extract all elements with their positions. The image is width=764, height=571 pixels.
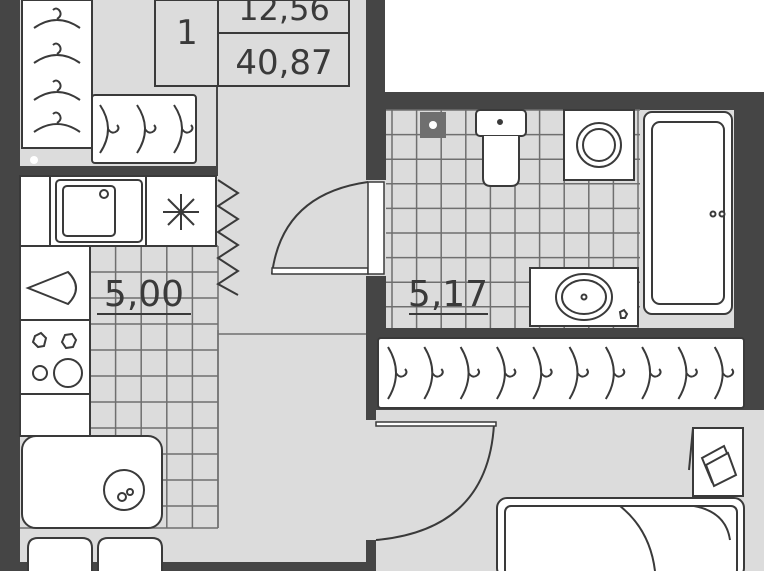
kitchen-area-label: 5,00 bbox=[97, 274, 191, 315]
water-heater-icon bbox=[563, 109, 635, 181]
kitchen-table bbox=[21, 435, 163, 529]
wardrobe-left bbox=[21, 0, 93, 149]
bathroom-door bbox=[271, 181, 385, 275]
hanger-icon bbox=[173, 104, 194, 154]
nightstand-icon bbox=[688, 427, 744, 497]
bathroom-area-label: 5,17 bbox=[408, 274, 488, 315]
hanger-icons-hallway bbox=[387, 346, 735, 400]
range-hood-icon bbox=[25, 270, 77, 306]
rooms-count: 1 bbox=[176, 13, 198, 53]
radiator-icon bbox=[216, 179, 240, 296]
hanger-icon bbox=[713, 346, 735, 400]
toilet-icon bbox=[475, 109, 527, 187]
bottom-wall bbox=[0, 562, 372, 571]
total-area-value: 40,87 bbox=[235, 43, 332, 83]
wardrobe-small bbox=[91, 94, 197, 164]
area-table: 1 12,56 40,87 bbox=[154, 0, 350, 87]
hanger-icon bbox=[568, 346, 589, 400]
hanger-icon bbox=[33, 7, 81, 29]
kitchen-partition bbox=[20, 166, 218, 176]
svg-text:5,17: 5,17 bbox=[408, 274, 488, 315]
hanger-icon bbox=[677, 346, 698, 400]
light-point-icon bbox=[30, 156, 38, 164]
socket-icon bbox=[420, 112, 446, 138]
hanger-icon bbox=[99, 104, 120, 154]
hanger-icon bbox=[33, 111, 81, 133]
hanger-icon bbox=[532, 346, 553, 400]
bathtub-icon bbox=[643, 111, 733, 315]
hanger-icon bbox=[641, 346, 662, 400]
chairs bbox=[27, 537, 163, 571]
living-area-value: 12,56 bbox=[238, 0, 330, 28]
hanger-icon bbox=[604, 346, 626, 400]
exterior-area bbox=[385, 0, 764, 92]
entrance-door bbox=[375, 421, 497, 541]
dishwasher-icon bbox=[163, 194, 199, 230]
hanger-icon bbox=[496, 346, 517, 400]
hanger-icons-small bbox=[99, 104, 194, 154]
wardrobe-hallway bbox=[377, 337, 745, 409]
hanger-icon bbox=[33, 79, 81, 101]
hanger-icons-left bbox=[33, 7, 81, 133]
washbasin-icon bbox=[529, 267, 639, 327]
kitchen-sink-icon bbox=[55, 179, 143, 243]
svg-text:5,00: 5,00 bbox=[104, 274, 184, 315]
hanger-icon bbox=[423, 346, 444, 400]
hanger-icon bbox=[136, 104, 157, 154]
hanger-icon bbox=[387, 346, 408, 400]
hanger-icon bbox=[33, 42, 81, 64]
hanger-icon bbox=[459, 346, 481, 400]
kitchen-right-wall bbox=[216, 0, 218, 176]
bed-icon bbox=[496, 497, 745, 571]
stove-burners-icon bbox=[31, 331, 83, 388]
